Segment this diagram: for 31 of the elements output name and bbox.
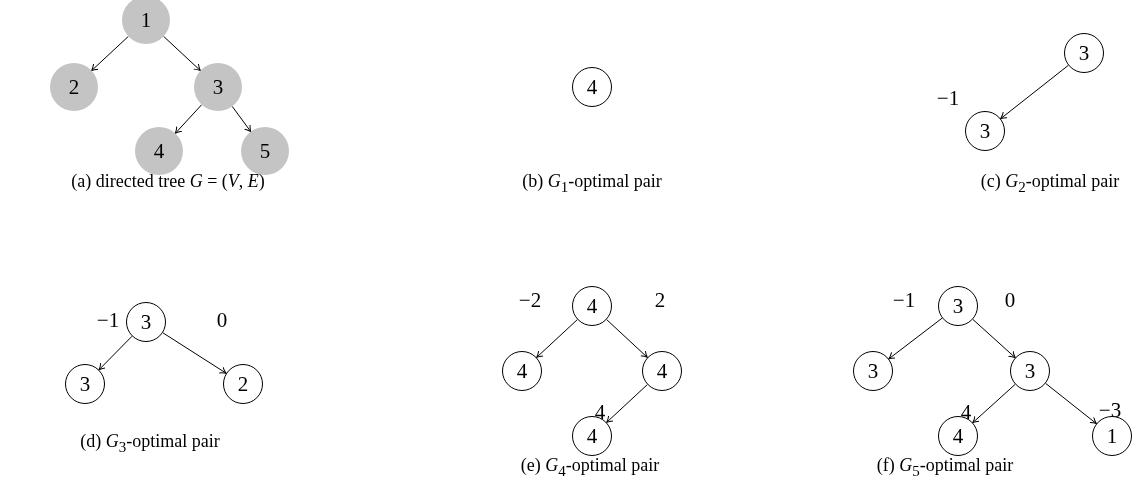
tree-node: 2 [50, 63, 98, 111]
tree-node: 3 [1010, 351, 1050, 391]
tree-node: 2 [223, 364, 263, 404]
tree-node: 3 [126, 302, 166, 342]
tree-node: 5 [241, 127, 289, 175]
panel-caption: (f) G$_{5}$-optimal pair [876, 456, 1014, 480]
panel-caption: (c) G$_{2}$-optimal pair [980, 172, 1120, 196]
tree-node: 1 [1092, 416, 1132, 456]
edge-label: −2 [518, 289, 542, 311]
tree-node: 4 [572, 67, 612, 107]
edge-label: −1 [936, 87, 960, 109]
tree-node: 4 [135, 127, 183, 175]
panel-caption: (e) G$_{4}$-optimal pair [520, 456, 660, 480]
edge-label: 0 [1004, 289, 1016, 311]
tree-node: 1 [122, 0, 170, 44]
tree-node: 3 [853, 351, 893, 391]
panel-caption: (a) directed tree G = (V, E) [71, 172, 265, 192]
edge-label: 0 [216, 309, 228, 331]
tree-node: 3 [65, 364, 105, 404]
edge-label: 2 [654, 289, 666, 311]
tree-node: 3 [938, 286, 978, 326]
tree-node: 4 [572, 286, 612, 326]
edge-label: −1 [96, 309, 120, 331]
edge-label: −1 [892, 289, 916, 311]
tree-node: 3 [1064, 33, 1104, 73]
tree-node: 4 [502, 351, 542, 391]
panel-caption: (b) G$_{1}$-optimal pair [522, 172, 662, 196]
tree-node: 4 [642, 351, 682, 391]
tree-node: 3 [965, 111, 1005, 151]
tree-node: 3 [194, 63, 242, 111]
panel-caption: (d) G$_{3}$-optimal pair [80, 432, 220, 456]
